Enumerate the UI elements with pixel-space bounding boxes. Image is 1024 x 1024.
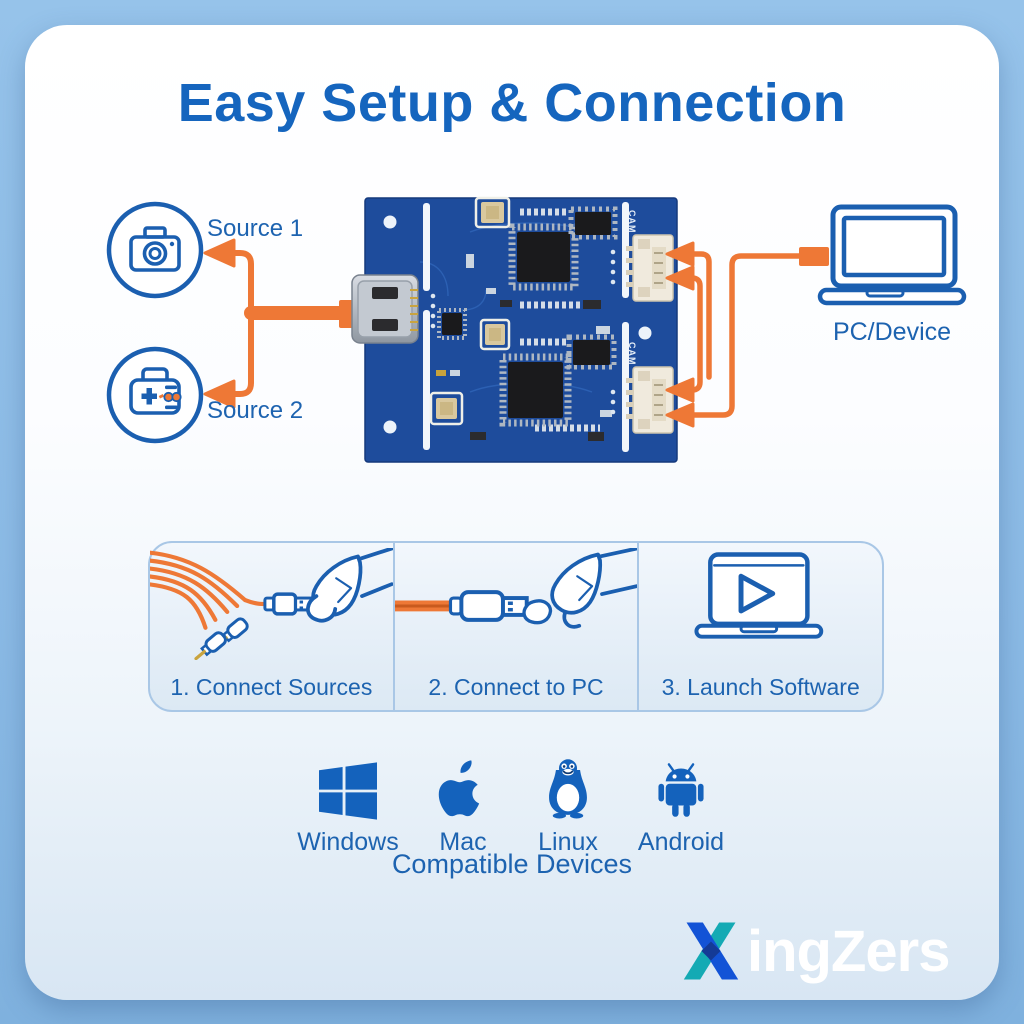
arrow-cam1-b: [665, 265, 695, 291]
platform-android: Android: [611, 760, 751, 857]
platform-mac-label: Mac: [439, 828, 487, 856]
soic-chip-2: [566, 334, 617, 370]
windows-icon: [319, 762, 377, 820]
source1-circle: [106, 201, 204, 299]
flow-left: [203, 238, 356, 409]
arrow-cam1-a: [665, 241, 695, 267]
logo-text: ingZers: [747, 918, 950, 984]
source1-label: Source 1: [207, 215, 304, 242]
source2-circle: [106, 346, 204, 444]
usb-c-connector: [351, 274, 419, 344]
content-card: Easy Setup & Connection: [25, 25, 999, 1000]
platform-mac: Mac: [393, 760, 533, 857]
step-connect-pc: 2. Connect to PC: [392, 543, 638, 710]
pcb-silkscreen-cam-bottom: CAM: [627, 342, 637, 366]
cam-connector-top: [626, 234, 674, 302]
laptop-play-icon: [694, 552, 824, 639]
platform-windows: Windows: [278, 760, 418, 857]
soic-chip-1: [568, 206, 618, 240]
page-title: Easy Setup & Connection: [177, 73, 847, 133]
main-chip-1: [508, 223, 579, 291]
flow-right: [665, 241, 829, 428]
step3-caption: 3. Launch Software: [661, 674, 860, 700]
apple-icon: [438, 760, 480, 817]
source2-label: Source 2: [207, 397, 304, 424]
main-chip-2: [499, 353, 572, 427]
pcb-silkscreen-cam-top: CAM: [627, 210, 637, 234]
arrow-cam2-a: [665, 377, 695, 403]
arrow-cam2-b: [665, 402, 695, 428]
brand-logo: ingZers: [677, 915, 950, 987]
step1-caption: 1. Connect Sources: [170, 674, 373, 700]
platform-android-label: Android: [637, 828, 725, 856]
cables-hand-icon: [150, 548, 393, 660]
laptop-icon: [817, 204, 967, 306]
platform-linux-label: Linux: [538, 828, 598, 856]
pcb-board: CAM CAM: [351, 196, 678, 463]
step-connect-sources: 1. Connect Sources: [150, 543, 393, 710]
step-launch-software: 3. Launch Software: [637, 543, 882, 710]
usb-plug-hand-icon: [394, 548, 638, 629]
compatibility-heading: Compatible Devices: [391, 849, 633, 879]
android-icon: [658, 763, 704, 817]
tact-buttons: [429, 196, 511, 426]
passive-components: [436, 254, 612, 441]
platform-windows-label: Windows: [297, 828, 399, 856]
gamepad-icon: [129, 367, 182, 415]
platform-linux: Linux: [498, 759, 638, 857]
camera-icon: [129, 226, 181, 272]
hero-diagram: CAM CAM: [106, 196, 967, 463]
arrow-to-source2: [203, 379, 236, 409]
logo-x-mark: [683, 922, 739, 980]
linux-tux-icon: [549, 759, 587, 820]
arrow-to-source1: [203, 238, 236, 268]
cam-connector-bottom: [626, 366, 674, 434]
steps-panel: 1. Connect Sources 2.: [148, 541, 884, 712]
usb-plug-right: [799, 247, 829, 266]
step2-caption: 2. Connect to PC: [428, 674, 604, 700]
pc-device-label: PC/Device: [832, 318, 952, 346]
